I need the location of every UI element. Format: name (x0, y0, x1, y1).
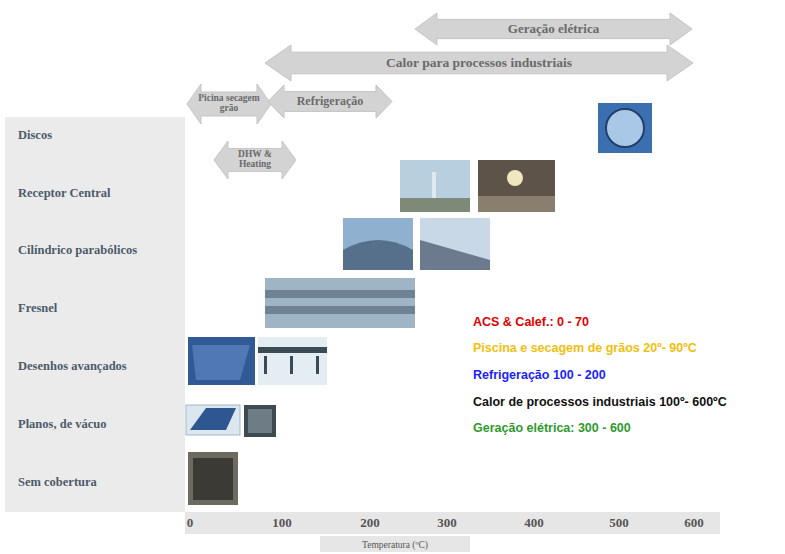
row-label: Discos (18, 128, 52, 143)
axis-title-band (320, 536, 470, 552)
double-arrow: Geração elétrica (415, 13, 692, 45)
arrow-label: Calor para processos industriais (386, 56, 572, 70)
row-label: Fresnel (18, 301, 57, 316)
row-label: Planos, de vácuo (18, 417, 107, 432)
row-label: Cilíndrico parabólicos (18, 243, 137, 258)
tick-label: 500 (609, 515, 629, 531)
axis-band (185, 512, 720, 534)
arrow-label: Geração elétrica (508, 22, 599, 36)
tick-label: 200 (360, 515, 380, 531)
tick-label: 300 (437, 515, 457, 531)
tick-label: 400 (524, 515, 544, 531)
tick-label: 100 (272, 515, 292, 531)
double-arrow: Picina secagem grão (187, 84, 271, 124)
arrow-label: Refrigeração (297, 95, 364, 108)
tick-label: 0 (187, 515, 194, 531)
row-label: Sem cobertura (18, 475, 97, 490)
range-note: Piscina e secagem de grãos 20º- 90ºC (473, 341, 697, 355)
range-note: Geração elétrica: 300 - 600 (473, 421, 631, 435)
tick-label: 600 (684, 515, 704, 531)
row-band (5, 117, 185, 512)
double-arrow: DHW & Heating (214, 141, 296, 179)
double-arrow: Calor para processos industriais (265, 45, 693, 81)
arrow-label: DHW & Heating (224, 150, 286, 170)
row-label: Receptor Central (18, 186, 110, 201)
double-arrow: Refrigeração (268, 85, 392, 118)
collector-photos (186, 103, 652, 505)
range-note: ACS & Calef.: 0 - 70 (473, 315, 589, 329)
arrow-label: Picina secagem grão (197, 94, 261, 114)
row-label: Desenhos avançados (18, 359, 127, 374)
axis-title: Temperatura (ºC) (362, 540, 428, 550)
range-note: Refrigeração 100 - 200 (473, 368, 606, 382)
range-note: Calor de processos industriais 100º- 600… (473, 395, 727, 409)
